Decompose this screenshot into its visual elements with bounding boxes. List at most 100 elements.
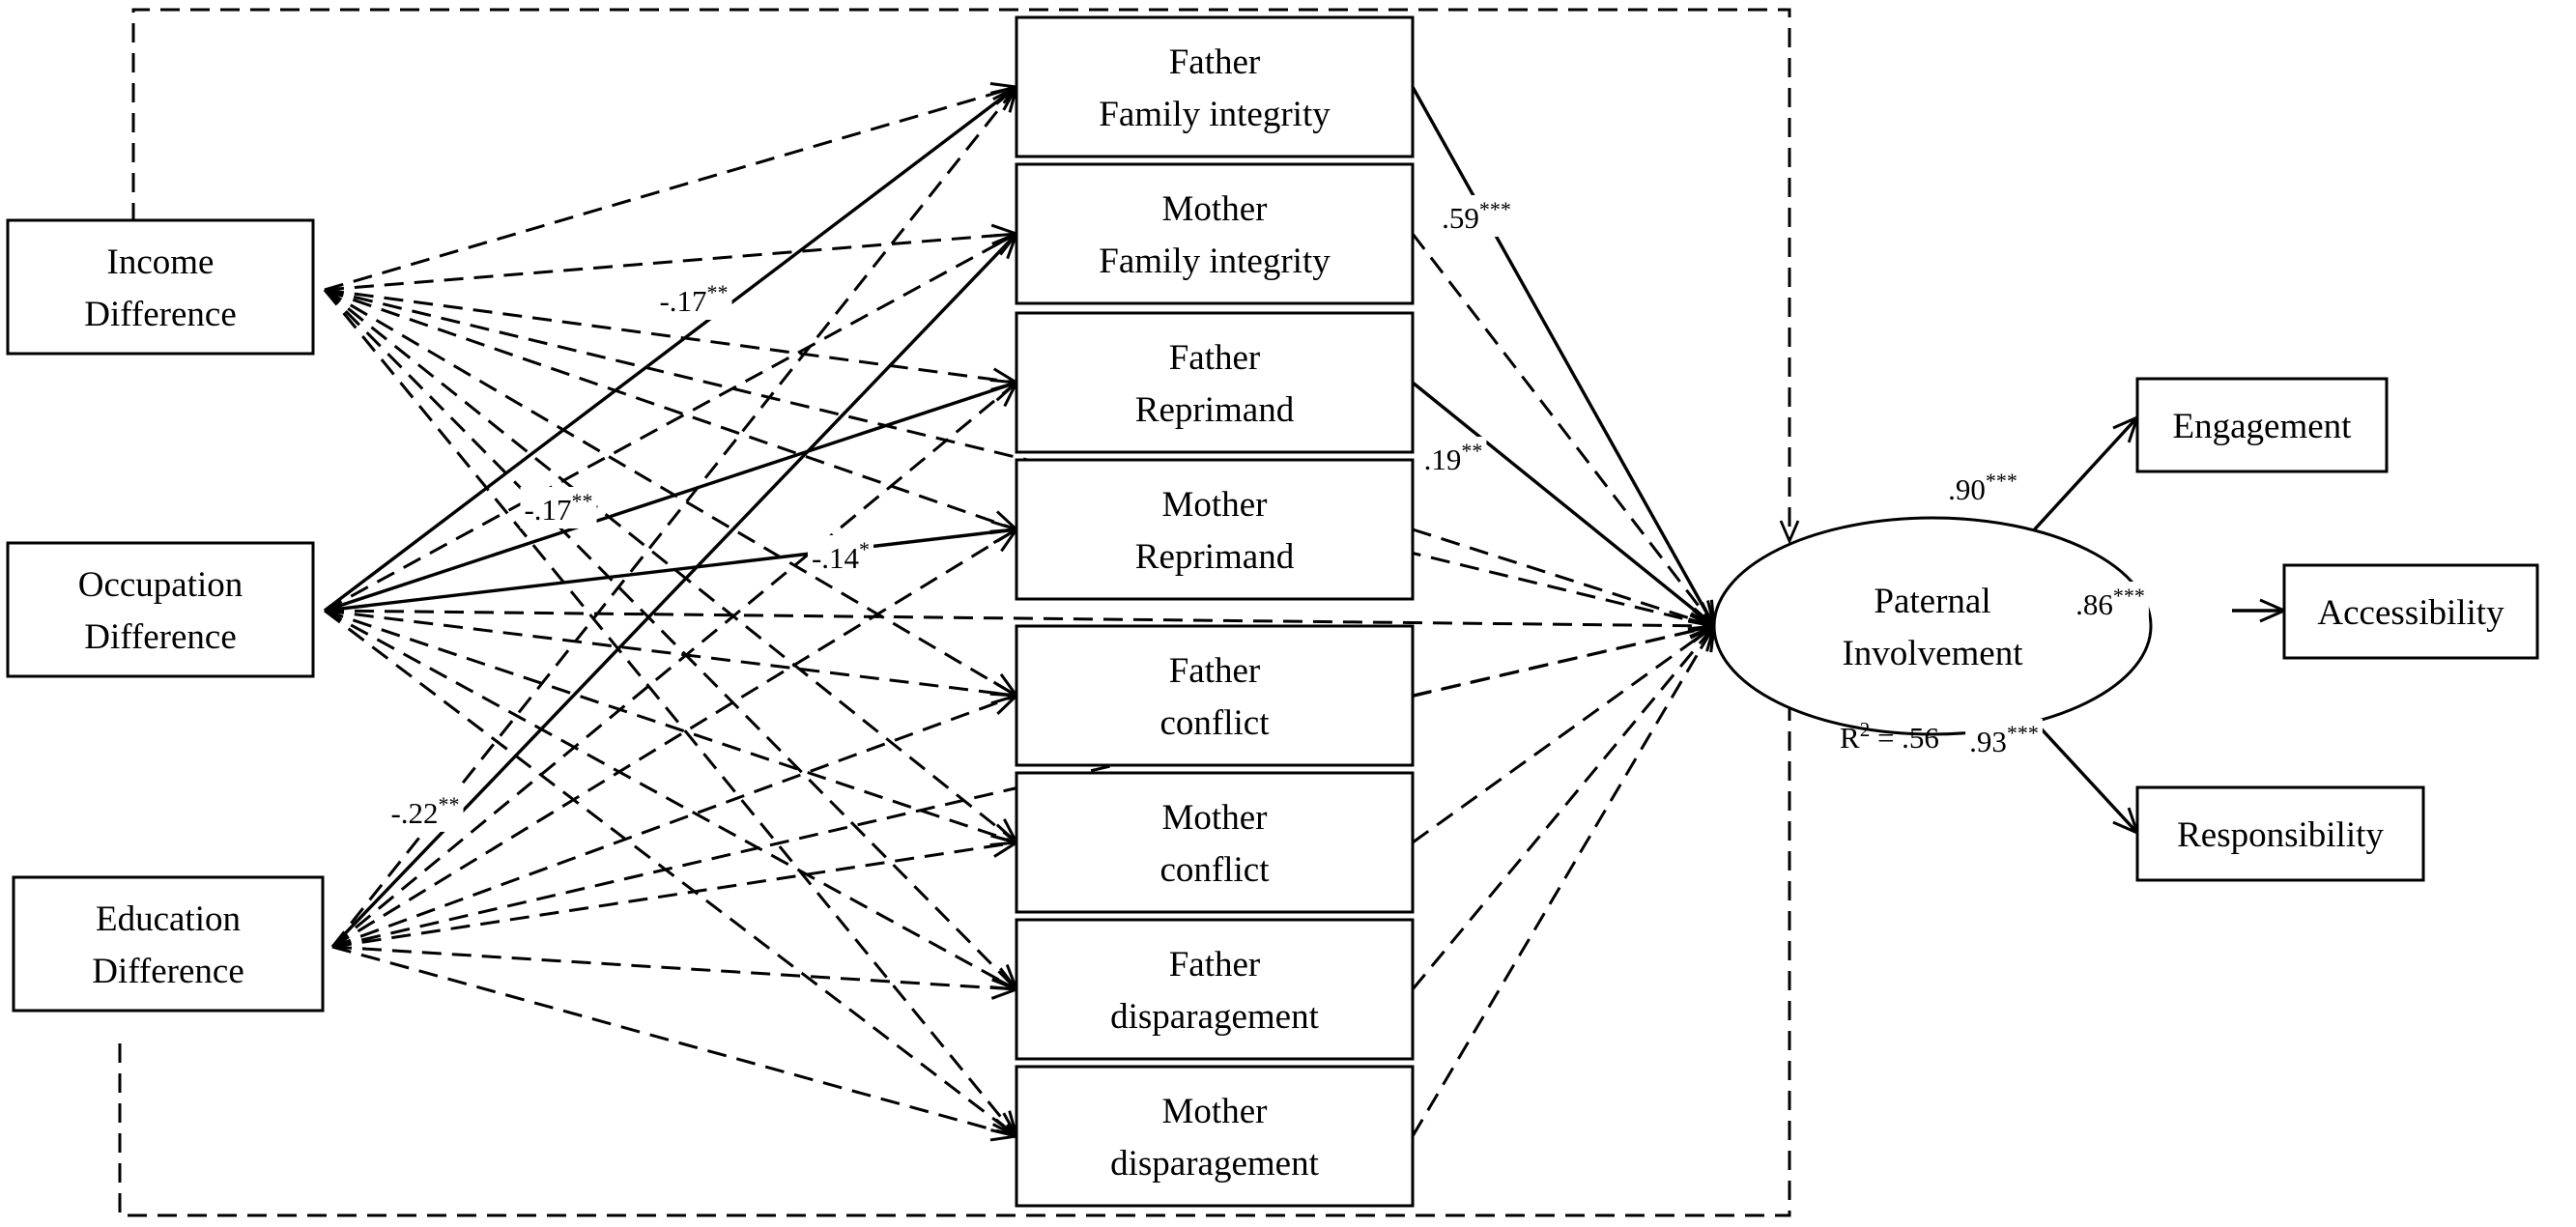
path-occupation-to-father_disparagement	[324, 609, 1016, 989]
coef-occupation-to-father_integrity: -.17**	[659, 280, 728, 318]
path-mother_disparagement-to-paternal	[1411, 626, 1714, 1137]
mediator-father_disparagement-box	[1015, 918, 1415, 1061]
indicator-accessibility-label-line-0: Accessibility	[2317, 593, 2504, 633]
coef-father_integrity-to-paternal: .59***	[1442, 197, 1511, 235]
path-education-to-mother_conflict	[331, 842, 1016, 949]
coef-father_integrity-to-paternal-bg	[1438, 195, 1515, 237]
outcome-label-line-1: Involvement	[1842, 634, 2023, 673]
mediator-mother_conflict-label-line-1: conflict	[1159, 850, 1270, 890]
path-income-to-mother_disparagement	[323, 289, 1016, 1136]
mediator-father_conflict-label-line-0: Father	[1169, 651, 1261, 691]
path-income-to-father_reprimand	[324, 288, 1016, 383]
correlation-loop-top	[131, 8, 1789, 541]
path-occupation-to-father_reprimand	[324, 383, 1016, 613]
path-mother_integrity-to-paternal	[1411, 233, 1714, 626]
mediator-father_disparagement-label-line-1: disparagement	[1110, 997, 1319, 1037]
mediator-mother_disparagement-box	[1015, 1065, 1415, 1208]
path-occupation-to-mother_integrity	[324, 234, 1016, 613]
mediator-mother_disparagement-label-line-1: disparagement	[1110, 1144, 1319, 1184]
correlation-loop-bottom	[118, 684, 1789, 1217]
coef-education-to-mother_integrity-bg	[386, 790, 464, 832]
path-arrows	[323, 86, 2284, 1137]
predictor-income-box	[6, 218, 315, 356]
path-education-to-mother_reprimand	[331, 529, 1016, 949]
mediator-mother_reprimand-label-line-0: Mother	[1162, 485, 1268, 525]
predictor-occupation-box	[6, 541, 315, 678]
predictor-education-label-line-0: Education	[96, 899, 241, 939]
loading-accessibility-bg	[2072, 582, 2149, 623]
path-father_conflict-to-paternal	[1412, 626, 1714, 698]
path-occupation-to-paternal	[324, 609, 1714, 626]
path-father_disparagement-to-paternal	[1411, 626, 1714, 990]
path-education-to-mother_disparagement	[331, 945, 1016, 1136]
path-father_reprimand-to-paternal	[1411, 381, 1714, 626]
mediator-father_conflict-label-line-1: conflict	[1159, 703, 1270, 743]
path-father_integrity-to-paternal	[1411, 86, 1714, 626]
mediator-father_integrity-label-line-0: Father	[1169, 43, 1261, 82]
path-education-to-father_conflict	[331, 696, 1016, 949]
indicator-responsibility-box	[2135, 785, 2425, 882]
mediator-father_reprimand-box	[1015, 311, 1415, 454]
outcome-label-line-0: Paternal	[1874, 582, 1990, 621]
predictor-income-label-line-0: Income	[107, 243, 215, 282]
coef-education-to-mother_integrity: -.22**	[390, 792, 459, 830]
predictor-occupation-label-line-0: Occupation	[78, 565, 243, 605]
path-income-to-father_conflict	[324, 288, 1016, 696]
indicator-engagement-box	[2135, 377, 2389, 473]
path-income-to-father_disparagement	[323, 288, 1016, 989]
indicator-engagement-label-line-0: Engagement	[2173, 407, 2353, 446]
loading-responsibility: .93***	[1969, 721, 2039, 758]
loading-arrow-engagement	[2018, 417, 2137, 548]
mediator-father_reprimand-label-line-0: Father	[1169, 338, 1261, 378]
path-occupation-to-mother_reprimand	[324, 529, 1016, 613]
predictor-occupation-label-line-1: Difference	[84, 617, 237, 657]
r-squared-label: R2 = .56	[1840, 718, 1939, 755]
coef-occupation-to-mother_reprimand: -.14*	[812, 537, 870, 575]
mediator-mother_reprimand-label-line-1: Reprimand	[1135, 537, 1295, 577]
loading-engagement-bg	[1944, 467, 2021, 508]
mediator-father_conflict-box	[1015, 624, 1415, 767]
mediator-father_disparagement-label-line-0: Father	[1169, 945, 1261, 984]
outcome-paternal-ellipse	[1712, 516, 2153, 736]
loading-accessibility: .86***	[2075, 584, 2145, 621]
path-mother_conflict-to-paternal	[1412, 626, 1714, 844]
path-income-to-mother_conflict	[324, 288, 1016, 842]
coefficient-labels: -.17** -.17** -.14* -.22** .59*** .19** .90***…	[386, 195, 2149, 832]
coef-occupation-to-mother_reprimand-bg	[807, 535, 874, 577]
path-mother_reprimand-to-paternal	[1412, 528, 1714, 626]
indicator-responsibility-label-line-0: Responsibility	[2177, 815, 2384, 855]
mediator-mother_integrity-label-line-0: Mother	[1162, 189, 1268, 229]
mediator-mother_disparagement-label-line-0: Mother	[1162, 1092, 1268, 1131]
path-occupation-to-father_integrity	[323, 87, 1016, 613]
indicator-accessibility-box	[2282, 563, 2539, 660]
mediator-mother_conflict-box	[1015, 771, 1415, 914]
coef-father_reprimand-to-paternal: .19**	[1424, 439, 1483, 476]
path-occupation-to-father_conflict	[324, 609, 1016, 696]
mediator-father_integrity-label-line-1: Family integrity	[1099, 95, 1331, 134]
mediator-mother_integrity-box	[1015, 162, 1415, 305]
loading-engagement: .90***	[1948, 469, 2018, 506]
predictor-education-label-line-1: Difference	[92, 952, 244, 991]
mediator-mother_reprimand-box	[1015, 458, 1415, 601]
coef-occupation-to-father_integrity-bg	[655, 278, 732, 320]
mediator-father_reprimand-label-line-1: Reprimand	[1135, 390, 1295, 430]
coef-father_reprimand-to-paternal-bg	[1419, 437, 1487, 478]
predictor-income-label-line-1: Difference	[84, 295, 237, 334]
path-income-to-mother_reprimand	[324, 288, 1016, 529]
path-income-to-mother_integrity	[324, 234, 1016, 292]
path-education-to-father_reprimand	[331, 383, 1016, 949]
mediator-mother_conflict-label-line-0: Mother	[1162, 798, 1268, 838]
coef-occupation-to-father_reprimand-bg	[520, 487, 597, 528]
diagram-nodes: IncomeDifferenceOccupationDifferenceEduc…	[6, 15, 2539, 1208]
predictor-education-box	[12, 875, 325, 1013]
path-education-to-mother_integrity	[330, 234, 1016, 949]
mediator-mother_integrity-label-line-1: Family integrity	[1099, 242, 1331, 281]
path-income-to-father_integrity	[324, 87, 1016, 292]
loading-responsibility-bg	[1965, 719, 2043, 760]
path-occupation-to-mother_disparagement	[324, 609, 1016, 1136]
coef-occupation-to-father_reprimand: -.17**	[524, 489, 592, 527]
mediator-father_integrity-box	[1015, 15, 1415, 158]
path-occupation-to-mother_conflict	[324, 609, 1016, 842]
path-education-to-father_disparagement	[331, 945, 1016, 989]
